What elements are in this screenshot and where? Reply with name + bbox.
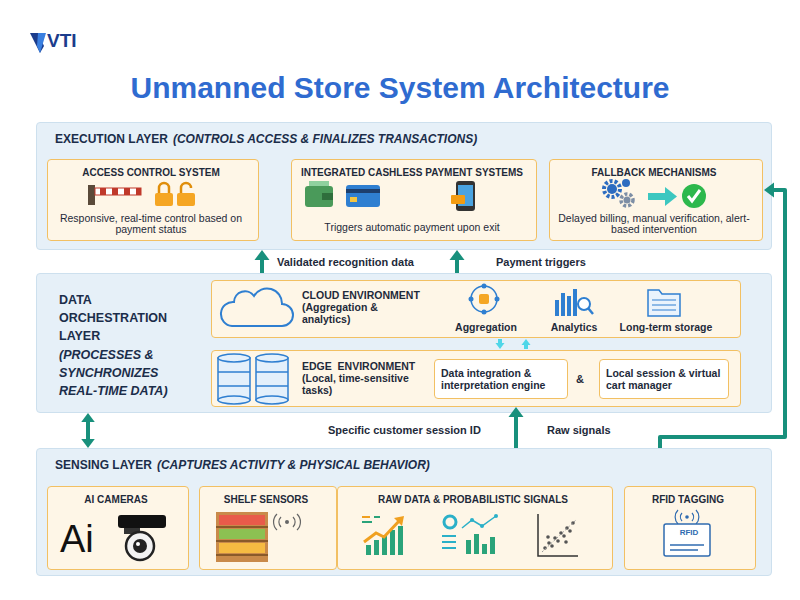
text-slot: (CAPTURES ACTIVITY & PHYSICAL BEHAVIOR) bbox=[157, 458, 430, 472]
connector-line bbox=[514, 416, 518, 448]
environment-box: EDGE ENVIRONMENT(Local, time-sensitive t… bbox=[211, 350, 741, 407]
text-slot: DATA ORCHESTRATION LAYER bbox=[59, 291, 171, 345]
box-text: (Aggregation & analytics) bbox=[302, 302, 402, 325]
engine-box: Data integration & interpretation engine bbox=[434, 359, 568, 399]
box-text: RFID bbox=[666, 528, 712, 538]
box-text: Aggregation bbox=[446, 321, 526, 334]
manager-box: Local session & virtual cart manager bbox=[599, 359, 729, 399]
arrow-head bbox=[450, 250, 465, 260]
box-text: (PROCESSES & SYNCHRONIZES REAL-TIME DATA… bbox=[59, 346, 187, 400]
text-slot: & bbox=[576, 373, 584, 386]
box-text: Delayed billing, manual verification, al… bbox=[554, 213, 754, 235]
box-text: (CONTROLS ACCESS & FINALIZES TRANSACTION… bbox=[173, 132, 477, 146]
text-slot: SHELF SENSORS bbox=[200, 494, 332, 506]
text-slot: (CONTROLS ACCESS & FINALIZES TRANSACTION… bbox=[173, 132, 477, 146]
sensor-box: AI CAMERAS Ai bbox=[47, 486, 189, 570]
box-heading: SENSING LAYER bbox=[55, 458, 152, 472]
box-text: & bbox=[576, 373, 584, 386]
text-slot: (Local, time-sensitive tasks) bbox=[302, 373, 418, 396]
text-slot: Analytics bbox=[534, 321, 614, 334]
arrow-head bbox=[81, 439, 95, 448]
connector-line bbox=[260, 259, 264, 273]
sensor-box: RAW DATA & PROBABILISTIC SIGNALS bbox=[337, 486, 613, 570]
logo-mark bbox=[30, 33, 46, 53]
text-slot: EDGE ENVIRONMENT bbox=[302, 360, 415, 373]
flow-label: Payment triggers bbox=[496, 256, 586, 269]
text-slot: RFID bbox=[666, 528, 712, 538]
box-text: Ai bbox=[60, 517, 94, 563]
box-text: Analytics bbox=[534, 321, 614, 334]
box-heading: DATA ORCHESTRATION LAYER bbox=[59, 291, 171, 345]
text-slot: Triggers automatic payment upon exit bbox=[296, 221, 528, 234]
sensor-box: RFID TAGGING RFID bbox=[624, 486, 756, 570]
box-heading: Local session & virtual cart manager bbox=[606, 367, 726, 391]
connector-line bbox=[455, 259, 459, 273]
text-slot: AI CAMERAS bbox=[48, 494, 184, 506]
arrow-head bbox=[81, 413, 95, 422]
component-box: FALLBACK MECHANISMS Delayed billing, manu… bbox=[549, 159, 763, 241]
flow-arrow bbox=[81, 413, 95, 448]
flow-label: Raw signals bbox=[547, 424, 611, 437]
box-text: Long-term storage bbox=[608, 321, 724, 334]
text-slot: Local session & virtual cart manager bbox=[606, 367, 726, 391]
flow-arrow bbox=[509, 407, 524, 448]
flow-label: Specific customer session ID bbox=[328, 424, 481, 437]
text-slot: (PROCESSES & SYNCHRONIZES REAL-TIME DATA… bbox=[59, 346, 187, 400]
connector-line bbox=[86, 421, 90, 440]
text-slot: SENSING LAYER bbox=[55, 458, 152, 472]
box-heading: FALLBACK MECHANISMS bbox=[550, 167, 758, 179]
text-slot: EXECUTION LAYER bbox=[55, 132, 168, 146]
box-heading: Data integration & interpretation engine bbox=[441, 367, 565, 391]
component-box: INTEGRATED CASHLESS PAYMENT SYSTEMS Trigg… bbox=[291, 159, 537, 241]
text-slot: Delayed billing, manual verification, al… bbox=[554, 213, 754, 235]
box-heading: INTEGRATED CASHLESS PAYMENT SYSTEMS bbox=[292, 167, 532, 179]
text-slot: CLOUD ENVIRONMENT bbox=[302, 289, 420, 302]
flow-arrow bbox=[450, 250, 465, 273]
box-text: (CAPTURES ACTIVITY & PHYSICAL BEHAVIOR) bbox=[157, 458, 430, 472]
text-slot: Long-term storage bbox=[608, 321, 724, 334]
logo-text: VTI bbox=[47, 30, 77, 53]
text-slot: (Aggregation & analytics) bbox=[302, 302, 402, 325]
layer-band: EXECUTION LAYER (CONTROLS ACCESS & FINALI… bbox=[36, 122, 772, 250]
layer-band: SENSING LAYER (CAPTURES ACTIVITY & PHYSIC… bbox=[36, 448, 772, 576]
diagram-title: Unmanned Store System Architecture bbox=[0, 71, 800, 105]
text-slot: RFID TAGGING bbox=[625, 494, 751, 506]
text-slot: RAW DATA & PROBABILISTIC SIGNALS bbox=[338, 494, 608, 506]
box-heading: AI CAMERAS bbox=[48, 494, 184, 506]
text-slot: Responsive, real-time control based on p… bbox=[52, 213, 250, 235]
component-box: ACCESS CONTROL SYSTEM Responsive, real-ti… bbox=[47, 159, 259, 241]
box-heading: RAW DATA & PROBABILISTIC SIGNALS bbox=[338, 494, 608, 506]
box-heading: SHELF SENSORS bbox=[200, 494, 332, 506]
box-text: Responsive, real-time control based on p… bbox=[52, 213, 250, 235]
layer-band: DATA ORCHESTRATION LAYER(PROCESSES & SYN… bbox=[36, 273, 772, 413]
arrow-head bbox=[255, 250, 270, 260]
text-slot: Data integration & interpretation engine bbox=[441, 367, 565, 391]
flow-arrow bbox=[255, 250, 270, 273]
box-heading: ACCESS CONTROL SYSTEM bbox=[48, 167, 254, 179]
box-text: Triggers automatic payment upon exit bbox=[296, 221, 528, 234]
text-slot: ACCESS CONTROL SYSTEM bbox=[48, 167, 254, 179]
box-heading: EXECUTION LAYER bbox=[55, 132, 168, 146]
text-slot: Ai bbox=[60, 517, 94, 563]
box-heading: CLOUD ENVIRONMENT bbox=[302, 289, 420, 302]
box-heading: EDGE ENVIRONMENT bbox=[302, 360, 415, 373]
box-text: (Local, time-sensitive tasks) bbox=[302, 373, 418, 396]
box-heading: RFID TAGGING bbox=[625, 494, 751, 506]
environment-box: CLOUD ENVIRONMENT(Aggregation & analytic… bbox=[211, 280, 741, 338]
text-slot: Aggregation bbox=[446, 321, 526, 334]
text-slot: FALLBACK MECHANISMS bbox=[550, 167, 758, 179]
sensor-box: SHELF SENSORS bbox=[199, 486, 337, 570]
text-slot: INTEGRATED CASHLESS PAYMENT SYSTEMS bbox=[292, 167, 532, 179]
flow-label: Validated recognition data bbox=[277, 256, 414, 269]
